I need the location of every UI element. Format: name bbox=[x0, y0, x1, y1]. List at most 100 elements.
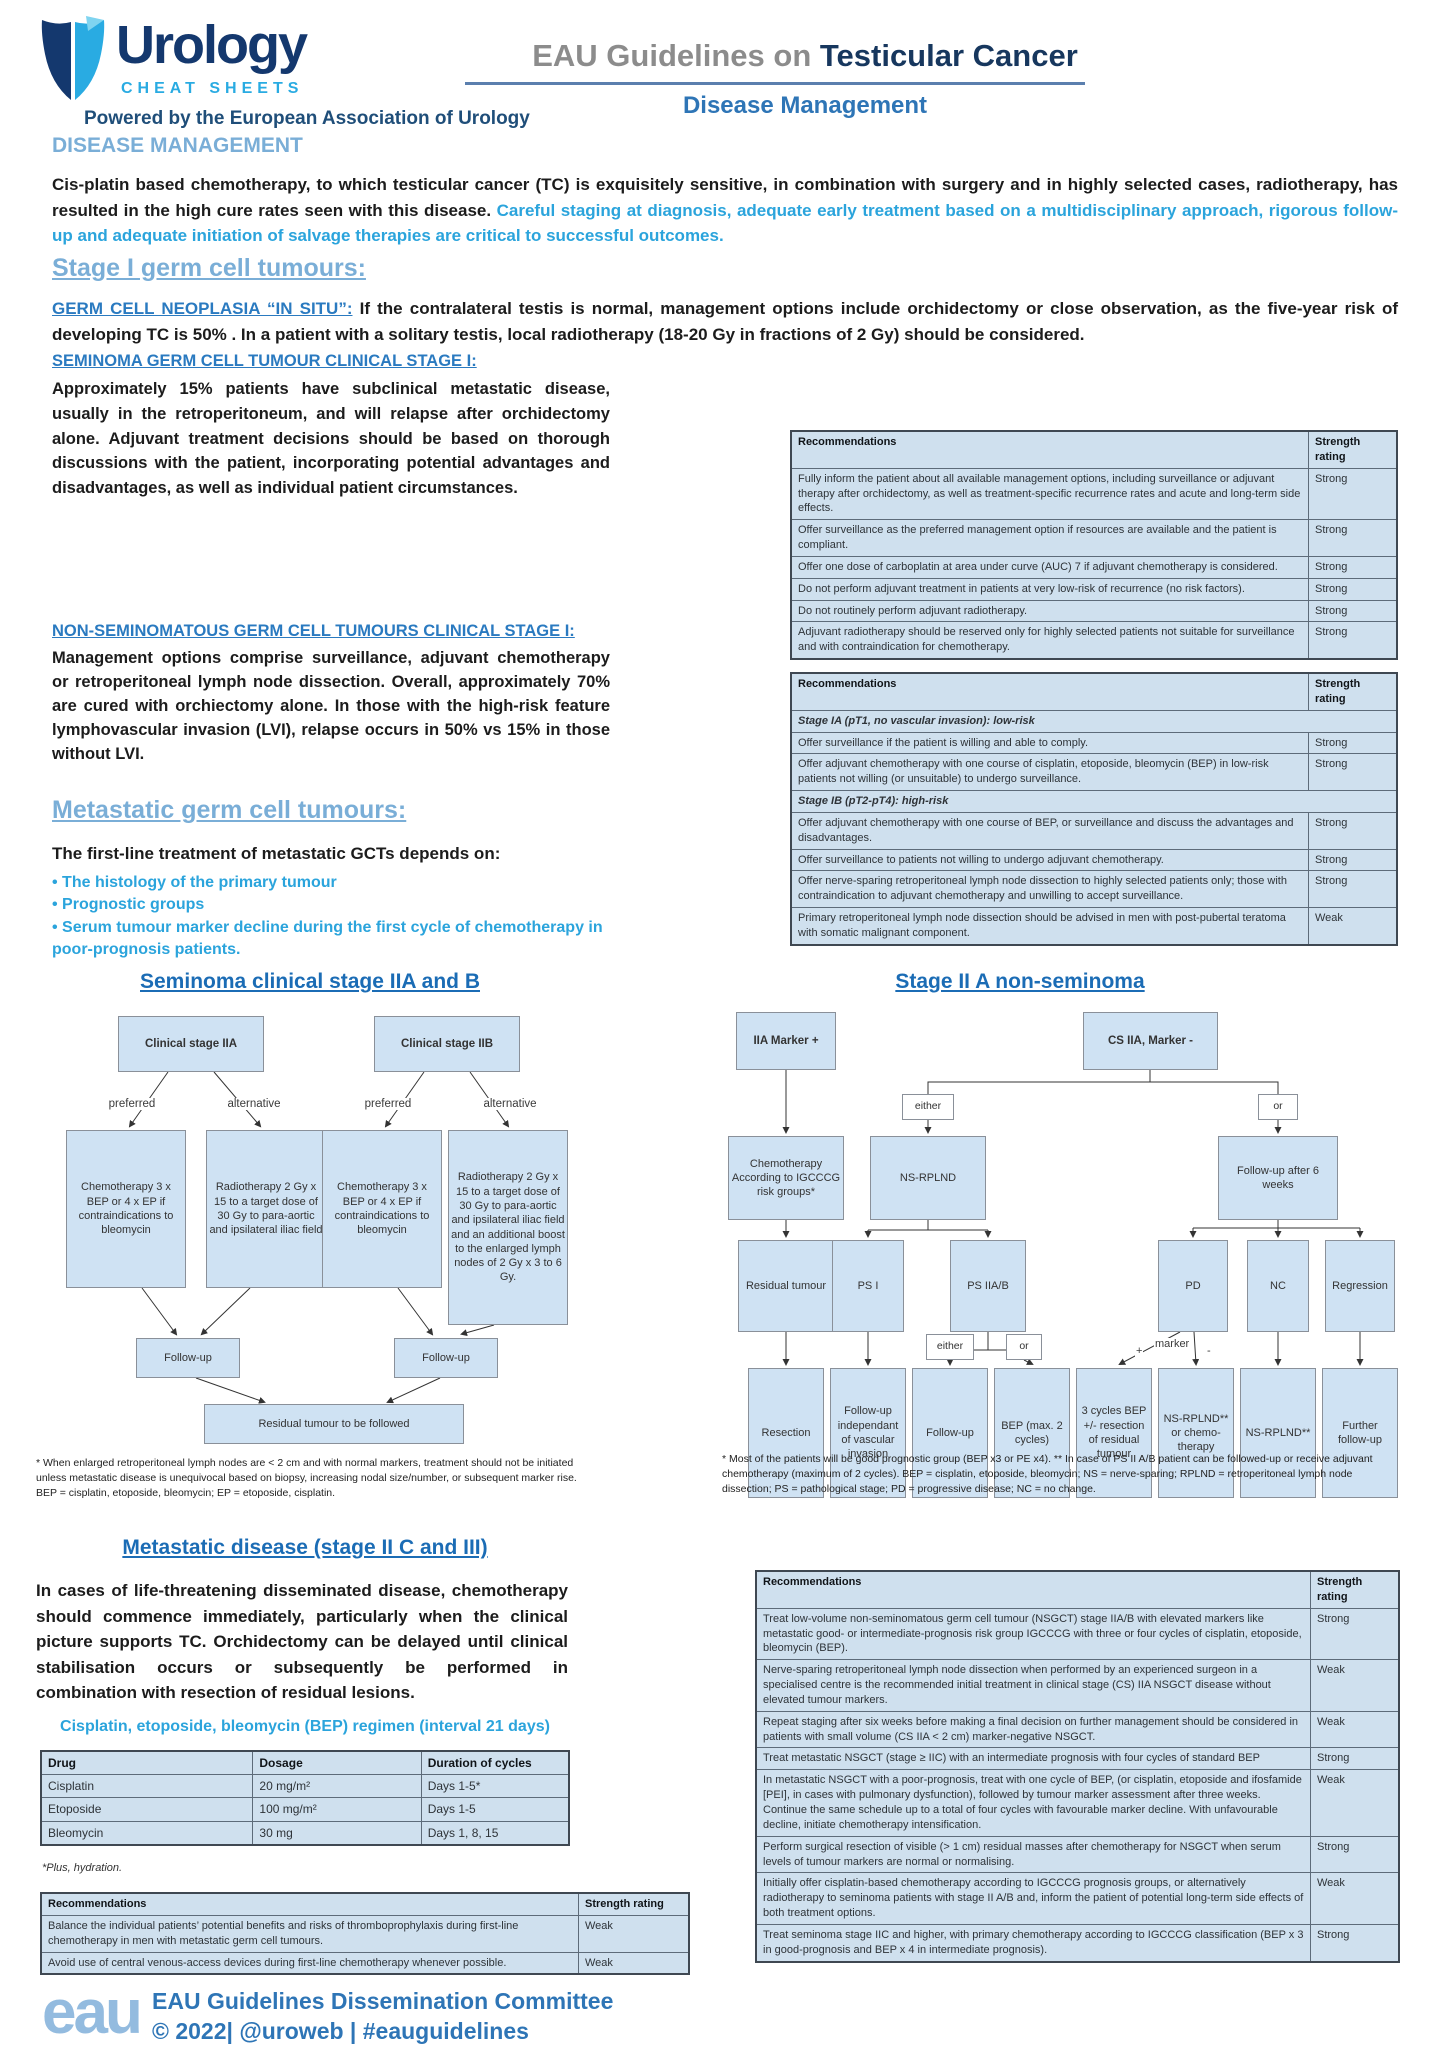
recommendation-cell: Offer surveillance to patients not willi… bbox=[798, 853, 1164, 866]
flow-node-radiotherapy-iia: Radiotherapy 2 Gy x 15 to a target dose … bbox=[206, 1130, 326, 1288]
table-section-label: Stage IA (pT1, no vascular invasion): lo… bbox=[798, 714, 1035, 727]
flow-node-label: CS IIA, Marker - bbox=[1108, 1034, 1193, 1047]
recommendation-cell: Adjuvant radiotherapy should be reserved… bbox=[798, 626, 1295, 654]
table-body: Treat low-volume non-seminomatous germ c… bbox=[757, 1607, 1398, 1961]
bep-table-footnote: *Plus, hydration. bbox=[42, 1862, 123, 1874]
recommendation-cell: Offer nerve-sparing retroperitoneal lymp… bbox=[798, 875, 1287, 903]
flow-node-clinical-stage-iia: Clinical stage IIA bbox=[118, 1016, 264, 1072]
table-row: Offer surveillance as the preferred mana… bbox=[792, 519, 1396, 556]
table-header-recommendations: Recommendations bbox=[48, 1898, 147, 1910]
flow-node-bep-max-2-cycles: BEP (max. 2 cycles) bbox=[994, 1368, 1070, 1498]
flow-node-label: Follow-up bbox=[164, 1351, 212, 1364]
strength-cell: Weak bbox=[1310, 1873, 1398, 1924]
flow-label-preferred: preferred bbox=[85, 1098, 179, 1110]
dosage-cell: 100 mg/m² bbox=[252, 1798, 420, 1821]
bullet-item: The histology of the primary tumour bbox=[52, 872, 612, 894]
flow-node-label: Clinical stage IIA bbox=[144, 1037, 238, 1050]
table-body: Cisplatin 20 mg/m² Days 1-5* Etoposide 1… bbox=[42, 1774, 568, 1844]
flow-label-alternative: alternative bbox=[207, 1098, 301, 1110]
flow-node-label: NS-RPLND bbox=[899, 1171, 957, 1184]
intro-blue-text: Careful staging at diagnosis, adequate e… bbox=[52, 200, 1398, 246]
table-header-row: Drug Dosage Duration of cycles bbox=[42, 1752, 568, 1775]
flow-node-label: or bbox=[1273, 1100, 1283, 1113]
flow-node-label: PD bbox=[1185, 1279, 1201, 1292]
drug-cell: Bleomycin bbox=[48, 1825, 104, 1840]
strength-cell: Strong bbox=[1308, 578, 1396, 600]
flow-node-label: BEP (max. 2 cycles) bbox=[1001, 1419, 1063, 1446]
table-row: Offer adjuvant chemotherapy with one cou… bbox=[792, 811, 1396, 849]
flow-node-or: or bbox=[1258, 1094, 1298, 1120]
table-row: Cisplatin 20 mg/m² Days 1-5* bbox=[42, 1774, 568, 1798]
seminoma-cs1-heading: SEMINOMA GERM CELL TUMOUR CLINICAL STAGE… bbox=[52, 352, 477, 370]
metastatic-bullet-list: The histology of the primary tumour Prog… bbox=[52, 872, 612, 962]
flow-node-followup-b: Follow-up bbox=[394, 1338, 498, 1378]
table-row: Nerve-sparing retroperitoneal lymph node… bbox=[757, 1659, 1398, 1711]
flow-node-label: Chemotherapy According to IGCCCG risk gr… bbox=[731, 1157, 841, 1199]
recommendation-cell: Do not perform adjuvant treatment in pat… bbox=[798, 582, 1245, 595]
table-row: Avoid use of central venous-access devic… bbox=[42, 1951, 688, 1974]
strength-cell: Weak bbox=[1310, 1711, 1398, 1748]
flow-node-label: Follow-up bbox=[422, 1351, 470, 1364]
flow-node-regression: Regression bbox=[1325, 1240, 1395, 1332]
recommendation-cell: Treat seminoma stage IIC and higher, wit… bbox=[763, 1928, 1304, 1956]
gcnis-label: GERM CELL NEOPLASIA “IN SITU”: bbox=[52, 299, 353, 318]
flow-node-3-cycles-bep: 3 cycles BEP +/- resection of residual t… bbox=[1076, 1368, 1152, 1498]
flow-label-plus: + bbox=[1135, 1345, 1144, 1357]
strength-cell: Weak bbox=[1310, 1770, 1398, 1836]
flow-node-either: either bbox=[902, 1094, 954, 1120]
flow-node-label: NC bbox=[1270, 1279, 1286, 1292]
recommendation-cell: Primary retroperitoneal lymph node disse… bbox=[798, 912, 1286, 939]
flow-node-label: either bbox=[936, 1340, 964, 1353]
flow-node-nc: NC bbox=[1247, 1240, 1309, 1332]
recommendation-cell: Offer one dose of carboplatin at area un… bbox=[798, 560, 1278, 573]
table-header-row: Recommendations Strength rating bbox=[792, 432, 1396, 468]
recommendation-cell: Treat metastatic NSGCT (stage ≥ IIC) wit… bbox=[763, 1752, 1260, 1765]
table-header-strength: Strength rating bbox=[1308, 674, 1396, 710]
flow-node-or: or bbox=[1006, 1334, 1042, 1360]
table-row: Bleomycin 30 mg Days 1, 8, 15 bbox=[42, 1820, 568, 1844]
recommendation-cell: Do not routinely perform adjuvant radiot… bbox=[798, 604, 1028, 617]
flow-label-marker: marker bbox=[1154, 1338, 1191, 1350]
recommendation-cell: Repeat staging after six weeks before ma… bbox=[763, 1715, 1299, 1743]
flow-node-label: Chemotherapy 3 x BEP or 4 x EP if contra… bbox=[78, 1181, 174, 1237]
table-row: Stage IA (pT1, no vascular invasion): lo… bbox=[792, 709, 1396, 732]
flow-node-pd: PD bbox=[1158, 1240, 1228, 1332]
flow-node-label: Follow-up bbox=[926, 1426, 974, 1439]
powered-by-line: Powered by the European Association of U… bbox=[84, 108, 530, 129]
strength-cell: Strong bbox=[1308, 468, 1396, 520]
strength-cell: Strong bbox=[1308, 812, 1396, 849]
flow-label-alternative: alternative bbox=[463, 1098, 557, 1110]
flow-node-label: or bbox=[1019, 1340, 1029, 1353]
document-title: EAU Guidelines on Testicular Cancer bbox=[480, 38, 1130, 74]
gcnis-paragraph: GERM CELL NEOPLASIA “IN SITU”: If the co… bbox=[52, 296, 1398, 347]
strength-cell: Strong bbox=[1308, 600, 1396, 622]
table-row: Offer surveillance to patients not willi… bbox=[792, 848, 1396, 871]
footer-committee-line: EAU Guidelines Dissemination Committee bbox=[152, 1988, 614, 2014]
flowchart-right-title: Stage II A non-seminoma bbox=[895, 970, 1145, 993]
strength-cell: Strong bbox=[1308, 871, 1396, 908]
flow-node-label: Regression bbox=[1332, 1279, 1388, 1292]
flowchart-stage-iia-nonseminoma: IIA Marker + CS IIA, Marker - either or … bbox=[688, 1008, 1400, 1503]
table-row: Treat seminoma stage IIC and higher, wit… bbox=[757, 1923, 1398, 1961]
table-row: Perform surgical resection of visible (>… bbox=[757, 1835, 1398, 1873]
seminoma-cs1-text: Approximately 15% patients have subclini… bbox=[52, 380, 610, 497]
strength-cell: Strong bbox=[1308, 622, 1396, 659]
flow-node-ns-rplnd-2: NS-RPLND** bbox=[1240, 1368, 1316, 1498]
table-row: Offer adjuvant chemotherapy with one cou… bbox=[792, 753, 1396, 791]
strength-cell: Weak bbox=[1308, 908, 1396, 944]
seminoma-cs1-block: SEMINOMA GERM CELL TUMOUR CLINICAL STAGE… bbox=[52, 352, 610, 501]
recommendation-cell: Offer adjuvant chemotherapy with one cou… bbox=[798, 816, 1294, 844]
strength-cell: Strong bbox=[1310, 1836, 1398, 1873]
flow-node-cs-iia-marker-negative: CS IIA, Marker - bbox=[1083, 1012, 1218, 1070]
flow-node-label: Clinical stage IIB bbox=[400, 1037, 494, 1050]
flow-node-nsrplnd-or-chemotherapy: NS-RPLND** or chemo-therapy bbox=[1158, 1368, 1234, 1498]
intro-black-text: Cis-platin based chemotherapy, to which … bbox=[52, 175, 1398, 220]
strength-cell: Weak bbox=[1310, 1660, 1398, 1711]
strength-cell: Strong bbox=[1310, 1748, 1398, 1770]
drug-cell: Etoposide bbox=[48, 1802, 102, 1817]
metastatic-heading: Metastatic germ cell tumours: bbox=[52, 796, 407, 824]
flowchart-left-footnote: * When enlarged retroperitoneal lymph no… bbox=[36, 1457, 577, 1500]
flowchart-left-title: Seminoma clinical stage IIA and B bbox=[140, 970, 480, 993]
flow-node-clinical-stage-iib: Clinical stage IIB bbox=[374, 1016, 520, 1072]
table-row: Adjuvant radiotherapy should be reserved… bbox=[792, 621, 1396, 659]
